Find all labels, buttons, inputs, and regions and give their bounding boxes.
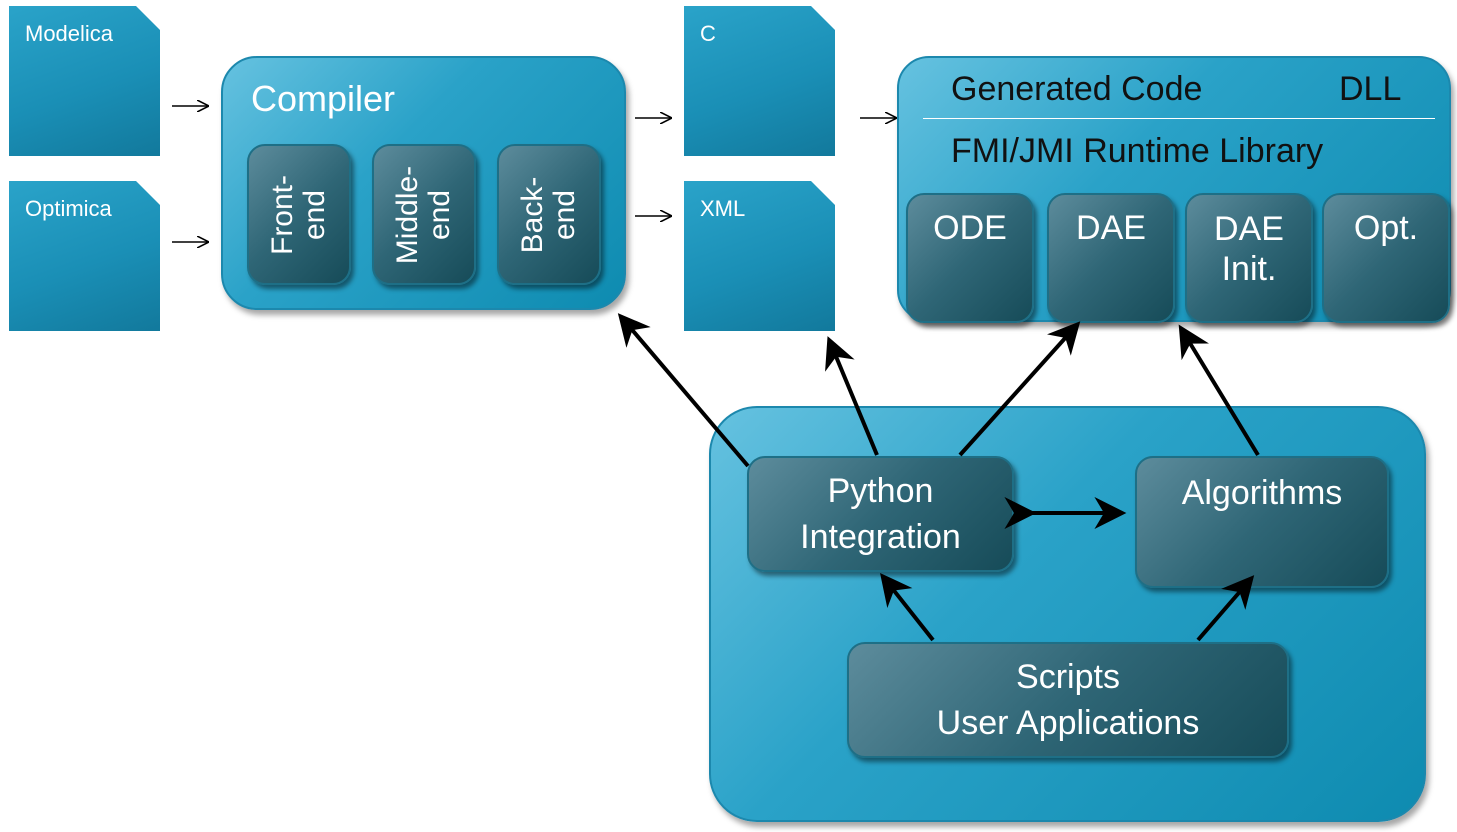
stage-frontend-label: Front-end	[266, 174, 331, 255]
generated-code-label: Generated Code	[951, 70, 1203, 108]
runtime-library-label: FMI/JMI Runtime Library	[951, 132, 1324, 170]
module-dae-init-label-2: Init.	[1221, 250, 1277, 288]
python-integration-label-2: Integration	[800, 518, 961, 556]
divider	[923, 118, 1435, 119]
stage-backend-label: Back-end	[516, 176, 581, 253]
modelica-file: Modelica	[9, 6, 160, 156]
compiler-title: Compiler	[251, 78, 396, 119]
c-file: C	[684, 6, 835, 156]
module-opt: Opt.	[1322, 193, 1450, 323]
python-integration-box: Python Integration	[747, 456, 1014, 572]
user-applications-label: User Applications	[936, 704, 1200, 742]
optimica-label: Optimica	[25, 196, 112, 221]
module-opt-label: Opt.	[1353, 209, 1419, 247]
modelica-label: Modelica	[25, 21, 114, 46]
scripts-label: Scripts	[1016, 658, 1120, 696]
algorithms-label: Algorithms	[1181, 474, 1343, 512]
module-dae: DAE	[1047, 193, 1175, 323]
stage-frontend: Front-end	[247, 144, 351, 285]
c-label: C	[700, 21, 716, 46]
scripts-box: Scripts User Applications	[847, 642, 1289, 758]
module-ode: ODE	[906, 193, 1034, 323]
python-integration-label-1: Python	[827, 472, 934, 510]
stage-middleend: Middle-end	[372, 144, 476, 285]
xml-file: XML	[684, 181, 835, 331]
module-dae-init-label-1: DAE	[1214, 210, 1284, 248]
algorithms-box: Algorithms	[1135, 456, 1389, 588]
module-dae-label: DAE	[1076, 209, 1146, 247]
xml-label: XML	[700, 196, 746, 221]
module-dae-init: DAE Init.	[1185, 193, 1313, 323]
module-ode-label: ODE	[933, 209, 1007, 247]
dll-label: DLL	[1339, 70, 1402, 108]
stage-middleend-label: Middle-end	[391, 165, 456, 264]
optimica-file: Optimica	[9, 181, 160, 331]
stage-backend: Back-end	[497, 144, 601, 285]
